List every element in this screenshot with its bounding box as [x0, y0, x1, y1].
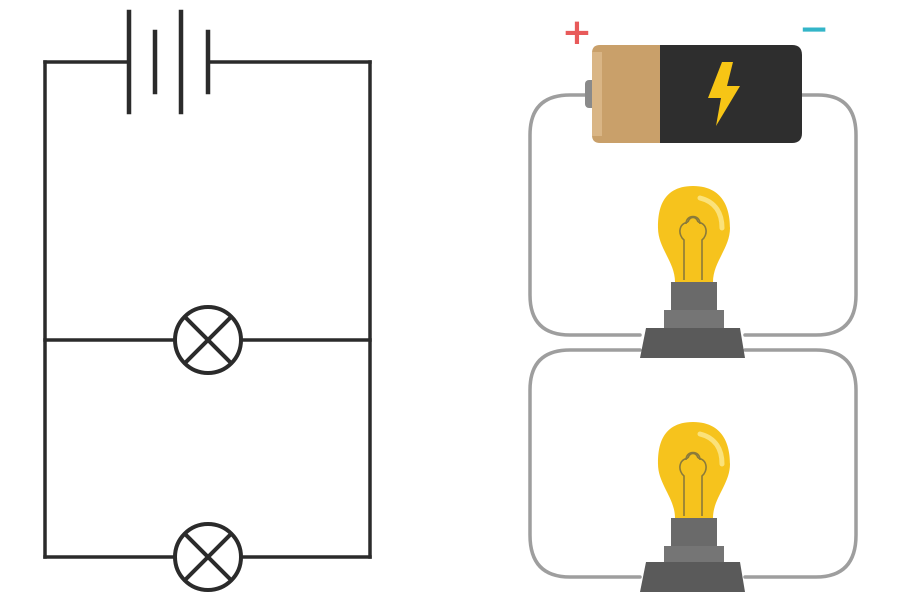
wire-positive-upper [528, 93, 642, 337]
schematic-lamp-1 [173, 305, 243, 375]
wire-lower-left [528, 348, 642, 579]
negative-terminal-sign: − [799, 9, 829, 50]
bulb-socket [664, 310, 724, 328]
schematic-battery-symbol [126, 9, 211, 115]
schematic-wires [43, 60, 372, 559]
bulb-glass-highlight [697, 195, 725, 231]
pictorial-wires [528, 93, 858, 579]
wire-lower-right [743, 348, 858, 579]
bulb-screw-base [671, 282, 717, 312]
bulb-screw-base [671, 518, 717, 548]
wire-negative-upper [743, 93, 858, 337]
pictorial-diagram: + − [528, 9, 858, 592]
light-bulb-lower [640, 422, 745, 592]
lamp-symbol-circle [173, 522, 243, 592]
bulb-stand [640, 562, 745, 592]
light-bulb-upper [640, 186, 745, 358]
battery [585, 45, 802, 143]
lightning-bolt-icon [708, 62, 740, 126]
lamp-symbol-cross [183, 315, 233, 365]
schematic-diagram [43, 9, 372, 592]
bulb-glass [658, 186, 730, 282]
lamp-symbol-circle [173, 305, 243, 375]
bulb-glass [658, 422, 730, 518]
bulb-stand [640, 328, 745, 358]
bulb-socket [664, 546, 724, 562]
schematic-lamp-2 [173, 522, 243, 592]
positive-terminal-sign: + [562, 12, 592, 53]
battery-copper-highlight [592, 52, 602, 136]
battery-copper-end [592, 45, 660, 143]
bulb-filament [679, 451, 707, 516]
bulb-glass-highlight [697, 431, 725, 467]
lamp-symbol-cross [183, 532, 233, 582]
bulb-filament [679, 215, 707, 280]
